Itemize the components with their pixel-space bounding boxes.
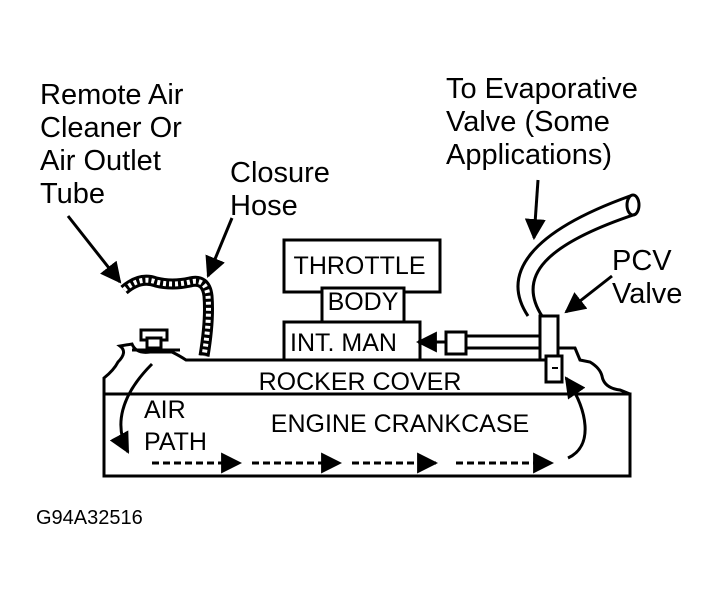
rocker-cover-label: ROCKER COVER: [259, 368, 462, 396]
remote-air-line-1: Remote Air: [40, 79, 184, 111]
int-man-label: INT. MAN: [290, 329, 397, 357]
air-path-curve-left: [109, 362, 154, 454]
throttle-body-box: [282, 238, 442, 294]
closure-hose-label: Closure Hose: [230, 157, 338, 222]
evaporative-label: To Evaporative Valve (Some Applications): [446, 73, 646, 171]
evap-line-3: Applications): [446, 139, 612, 171]
int-man-box: [282, 320, 422, 362]
throttle-body-label: THROTTLE BODY: [294, 252, 433, 316]
oil-cap: [132, 328, 180, 352]
arrow-pcv-valve: [564, 274, 613, 314]
throttle-line-2: BODY: [328, 288, 399, 316]
figure-code: G94A32516: [36, 507, 143, 529]
arrow-closure-hose: [205, 217, 234, 278]
remote-air-line-2: Cleaner Or: [40, 112, 182, 144]
closure-hose-line-2: Hose: [230, 190, 298, 222]
crankcase-label: ENGINE CRANKCASE: [271, 410, 529, 438]
closure-hose: [120, 274, 214, 357]
air-path-line-1: AIR: [144, 396, 186, 424]
remote-air-label: Remote Air Cleaner Or Air Outlet Tube: [40, 79, 192, 210]
remote-air-line-3: Air Outlet: [40, 145, 161, 177]
pcv-line-1: PCV: [612, 245, 672, 277]
closure-hose-inner: [122, 277, 211, 357]
pcv-valve-label: PCV Valve: [612, 245, 682, 310]
pcv-line-2: Valve: [612, 278, 682, 310]
throttle-line-1: THROTTLE: [294, 252, 426, 280]
air-path-curve-right: [564, 376, 587, 460]
arrow-remote-air: [66, 215, 122, 284]
air-path-label: AIR PATH: [144, 396, 207, 456]
remote-air-line-4: Tube: [40, 178, 105, 210]
closure-hose-line-1: Closure: [230, 157, 330, 189]
evaporative-tube: [516, 193, 641, 317]
rocker-cover-outline: [102, 342, 631, 396]
pcv-valve: [538, 314, 564, 384]
evap-line-2: Valve (Some: [446, 106, 610, 138]
arrow-evaporative: [524, 179, 546, 241]
air-path-line-2: PATH: [144, 428, 207, 456]
pcv-hose: [415, 330, 544, 356]
evap-line-1: To Evaporative: [446, 73, 638, 105]
